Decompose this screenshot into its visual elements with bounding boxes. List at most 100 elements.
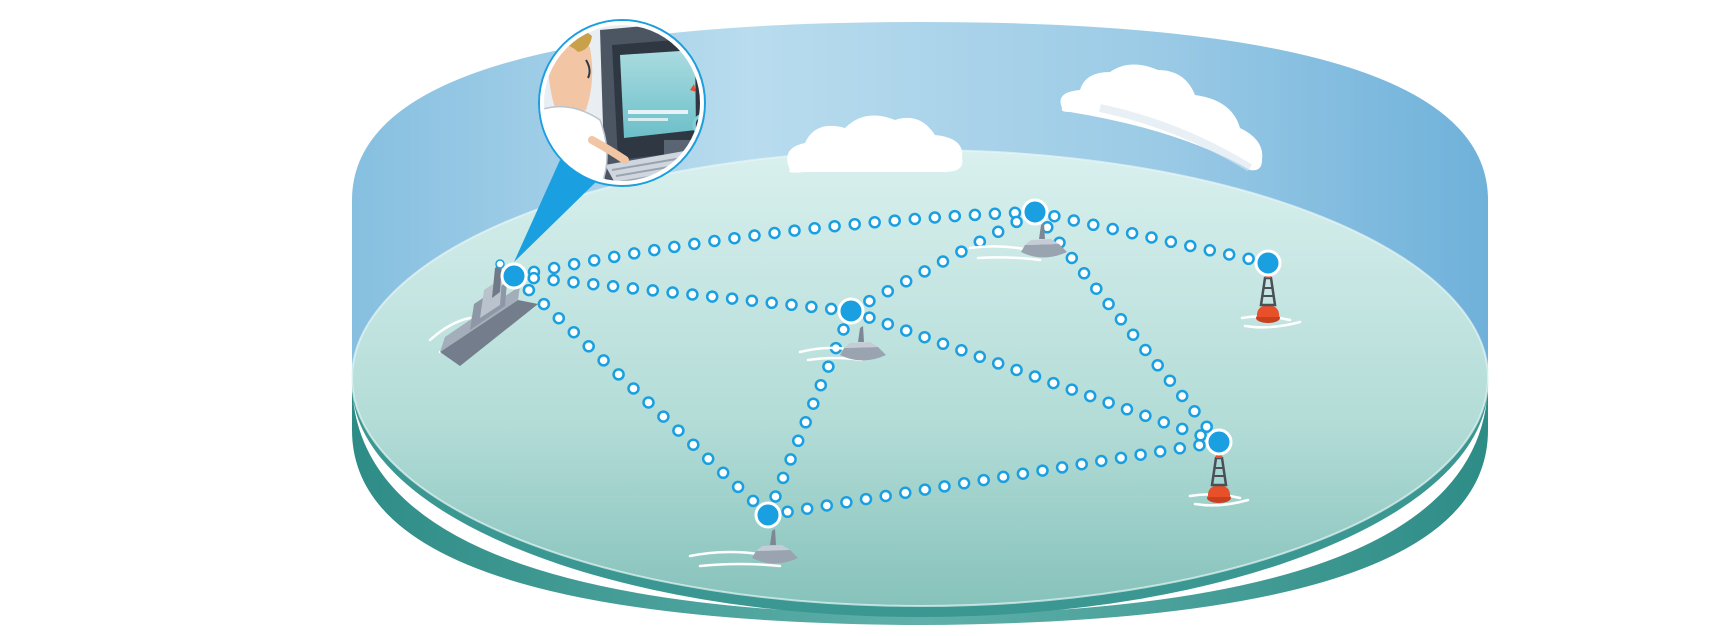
link-dot xyxy=(1173,442,1187,455)
link-dot xyxy=(805,300,818,314)
link-dot xyxy=(1175,422,1189,436)
link-dot xyxy=(840,496,853,509)
link-dot xyxy=(748,229,761,242)
link-dot xyxy=(1153,445,1167,458)
link-dot xyxy=(948,209,962,223)
link-dot xyxy=(991,225,1005,239)
link-dot xyxy=(607,250,621,264)
link-dot xyxy=(973,350,987,364)
link-dot xyxy=(587,277,600,291)
link-dot xyxy=(1087,218,1100,232)
link-dot xyxy=(957,477,971,490)
link-dot xyxy=(552,311,566,325)
link-dot xyxy=(1102,297,1115,311)
link-dot xyxy=(1157,416,1171,429)
link-dot xyxy=(1139,343,1152,357)
link-dot xyxy=(587,254,601,267)
link-dot xyxy=(968,208,982,222)
link-dot xyxy=(646,284,660,297)
link-dot xyxy=(848,217,861,231)
link-dot xyxy=(800,502,814,515)
link-dot xyxy=(731,480,745,494)
cloud xyxy=(1060,64,1263,172)
link-dot xyxy=(1184,239,1197,253)
link-dot xyxy=(708,234,721,248)
warship-icon xyxy=(440,259,538,366)
link-dot xyxy=(928,211,942,224)
link-dot xyxy=(988,207,1002,221)
link-dot xyxy=(899,324,913,337)
link-dot xyxy=(1047,376,1060,390)
link-dot xyxy=(781,505,794,519)
link-dot xyxy=(728,231,741,245)
link-dot xyxy=(627,382,640,395)
link-dot xyxy=(1222,248,1236,261)
link-usv-north-buoy-southeast xyxy=(1041,221,1213,433)
link-dot xyxy=(1095,454,1108,468)
link-dot xyxy=(918,330,931,344)
link-dot xyxy=(1065,383,1079,396)
inset-pointer xyxy=(514,160,600,262)
network-links xyxy=(522,206,1255,519)
usv-icon xyxy=(840,326,886,361)
link-dot xyxy=(701,452,715,466)
link-dot xyxy=(1114,313,1128,326)
link-dot xyxy=(1126,328,1140,341)
link-usv-north-buoy-east xyxy=(1048,209,1255,266)
link-dot xyxy=(1151,359,1164,372)
link-dot xyxy=(537,297,551,311)
link-dot xyxy=(791,434,805,448)
link-dot xyxy=(668,240,681,254)
link-dot xyxy=(1083,389,1097,403)
link-command-ship-usv-south xyxy=(522,283,760,508)
link-dot xyxy=(918,265,931,278)
link-dot xyxy=(997,470,1010,484)
link-dot xyxy=(1200,420,1213,433)
link-dot xyxy=(672,424,685,437)
node-buoy-southeast xyxy=(1205,428,1233,456)
link-dot xyxy=(868,216,881,229)
link-dot xyxy=(1125,226,1139,240)
link-usv-south-buoy-southeast xyxy=(781,438,1206,519)
link-dot xyxy=(859,492,873,506)
link-dot xyxy=(899,275,913,288)
link-dot xyxy=(808,222,821,235)
link-dot xyxy=(612,368,625,381)
cloud xyxy=(787,115,963,173)
link-usv-center-usv-north xyxy=(863,215,1023,308)
link-dot xyxy=(745,294,759,307)
link-dot xyxy=(955,344,968,357)
node-usv-south xyxy=(754,501,782,529)
link-dot xyxy=(785,298,798,312)
link-dot xyxy=(1134,448,1147,461)
link-dot xyxy=(716,466,730,480)
link-usv-center-buoy-southeast xyxy=(863,311,1207,442)
link-dot xyxy=(547,273,560,287)
link-dot xyxy=(908,212,922,226)
link-dot xyxy=(1164,235,1178,249)
link-dot xyxy=(1028,370,1042,383)
link-dot xyxy=(1163,374,1177,387)
link-dot xyxy=(936,337,950,351)
link-dot xyxy=(567,325,581,339)
link-dot xyxy=(626,282,640,295)
link-dot xyxy=(1036,464,1049,477)
link-dot xyxy=(1175,389,1189,403)
link-dot xyxy=(799,416,812,429)
link-dot xyxy=(567,275,580,289)
link-dot xyxy=(973,235,987,248)
link-dot xyxy=(1077,267,1091,280)
link-dot xyxy=(936,255,950,268)
link-dot xyxy=(768,226,781,240)
link-dot xyxy=(784,453,797,466)
link-dot xyxy=(807,397,820,410)
link-dot xyxy=(1055,461,1069,474)
usv-icon xyxy=(752,529,798,564)
link-command-ship-usv-center xyxy=(527,271,838,316)
link-dot xyxy=(687,438,700,451)
link-dot xyxy=(1120,403,1134,416)
link-dot xyxy=(977,473,990,487)
link-dot xyxy=(888,214,901,227)
link-dot xyxy=(1193,438,1206,452)
link-dot xyxy=(597,354,610,367)
